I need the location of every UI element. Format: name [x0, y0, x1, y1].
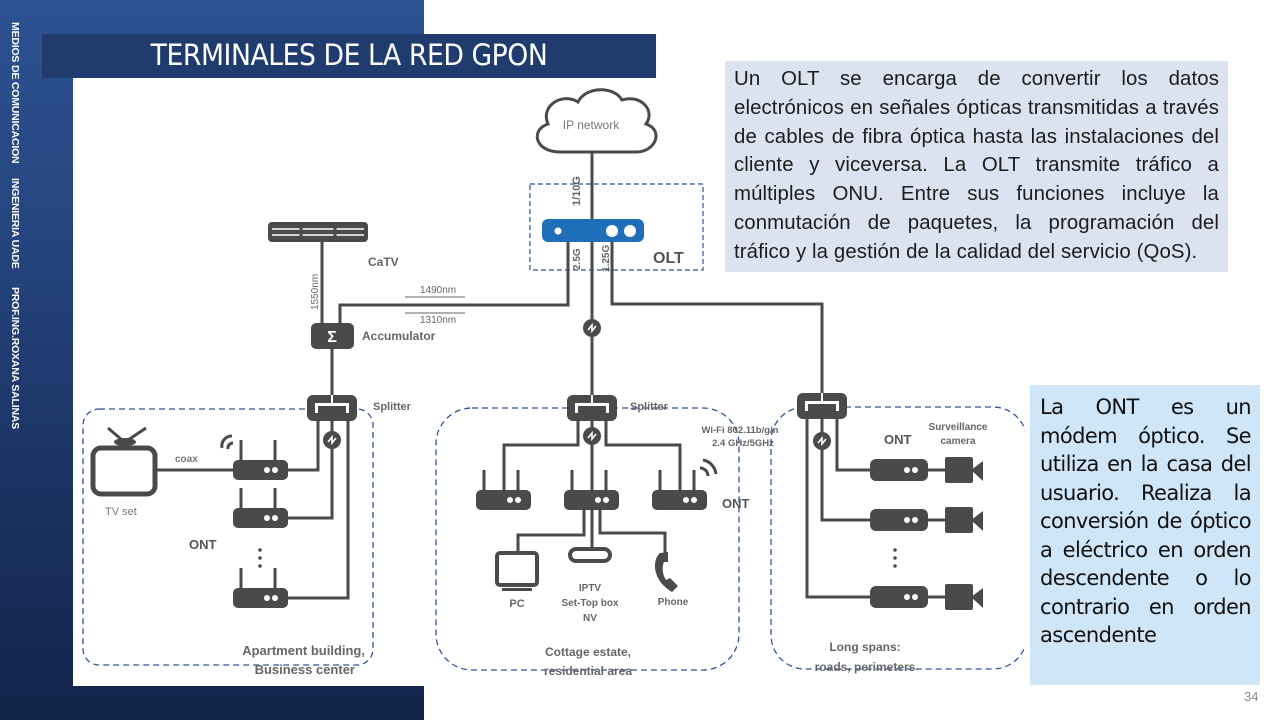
olt-device-icon: [542, 219, 644, 242]
attenuator-icon: [582, 426, 602, 446]
accumulator-icon: [311, 323, 354, 349]
splitter-label: Splitter: [630, 401, 669, 413]
ont-router-icon: [231, 486, 290, 530]
downstream-rate-label: 2.5G: [572, 248, 583, 270]
page-title: TERMINALES DE LA RED GPON: [150, 38, 548, 72]
splitter-icon: [796, 392, 848, 420]
upstream-rate-label: 1.25G: [601, 245, 612, 272]
attenuator-icon: [812, 431, 832, 451]
zone-cottage-label-line1: Cottage estate,: [545, 645, 631, 659]
set-top-box-label: Set-Top box: [561, 598, 618, 609]
splitter-icon: [306, 394, 358, 422]
ont-router-icon: [231, 438, 290, 482]
tv-set-label: TV set: [105, 506, 137, 518]
zone-apartment-outline: [82, 408, 374, 666]
nv-label: NV: [583, 613, 597, 624]
zone-long-spans-outline: [770, 406, 1028, 670]
ellipsis-dots-icon: [893, 548, 897, 568]
ellipsis-dots-icon: [258, 548, 262, 568]
olt-label: OLT: [653, 250, 684, 267]
ont-device-icon: [870, 509, 928, 531]
gpon-diagram-svg: IP network 1/10G OLT 2.5G 1.25G 1490nm 1…: [82, 88, 1028, 678]
zone-apartment-fibers: [155, 421, 350, 600]
accumulator-label: Accumulator: [362, 329, 436, 343]
set-top-box-icon: [568, 547, 612, 563]
attenuator-icon: [582, 318, 602, 338]
surveillance-camera-icon: [945, 457, 983, 483]
wifi-signal-icon: [699, 458, 718, 477]
sidebar-professor: PROF.ING.ROXANA SALINAS: [9, 287, 21, 430]
olt-dashed-outline: [529, 183, 704, 271]
wifi-standard-label: Wi-Fi 802.11b/g/n: [702, 425, 779, 436]
olt-description-box: Un OLT se encarga de convertir los datos…: [725, 61, 1228, 272]
ont-label: ONT: [884, 432, 912, 447]
splitter-icon: [566, 394, 618, 422]
zone-long-spans-fibers: [805, 419, 945, 599]
olt-description-text: Un OLT se encarga de convertir los datos…: [734, 68, 1219, 263]
accumulator-symbol: Σ: [327, 329, 337, 346]
sidebar-vertical-text: MEDIOS DE COMUNICACION INGENIERIA UADE P…: [9, 22, 33, 429]
ont-description-text: La ONT es un módem óptico. Se utiliza en…: [1040, 395, 1252, 647]
pc-label: PC: [509, 598, 524, 610]
ont-label: ONT: [189, 537, 217, 552]
phone-icon: [655, 552, 678, 592]
upstream-wavelength-label: 1310nm: [420, 315, 456, 326]
zone-long-spans-label-line1: Long spans:: [829, 640, 900, 654]
catv-wavelength-label: 1550nm: [310, 274, 321, 310]
pc-monitor-icon: [495, 551, 539, 591]
wifi-signal-icon: [220, 434, 234, 450]
downstream-wavelength-label: 1490nm: [420, 285, 456, 296]
zone-cottage-outline: [435, 407, 740, 671]
camera-label: camera: [940, 436, 975, 447]
phone-label: Phone: [658, 597, 689, 608]
zone-cottage-label-line2: residential area: [544, 664, 632, 678]
surveillance-camera-icon: [945, 584, 983, 610]
ont-device-icon: [870, 586, 928, 608]
surveillance-label: Surveillance: [929, 422, 988, 433]
ont-device-icon: [870, 459, 928, 481]
zone-apartment-label-line1: Apartment building,: [242, 643, 365, 658]
surveillance-camera-icon: [945, 507, 983, 533]
coax-label: coax: [175, 454, 198, 465]
zone-cottage-fibers: [502, 421, 682, 555]
splitter-label: Splitter: [373, 401, 412, 413]
tv-set-icon: [90, 426, 158, 497]
attenuator-icon: [322, 430, 342, 450]
catv-antenna-icon: [268, 222, 368, 242]
sidebar-course-name: MEDIOS DE COMUNICACION: [9, 22, 21, 164]
zone-apartment-label-line2: Business center: [255, 662, 355, 677]
catv-label: CaTV: [368, 255, 399, 269]
ont-description-box: La ONT es un módem óptico. Se utiliza en…: [1030, 385, 1260, 685]
uplink-rate-label: 1/10G: [571, 176, 583, 206]
sidebar-institution: INGENIERIA UADE: [9, 178, 21, 269]
title-bar: TERMINALES DE LA RED GPON: [42, 34, 656, 78]
ip-network-cloud-icon: [535, 88, 658, 154]
ont-router-icon: [231, 566, 290, 610]
ip-network-label: IP network: [563, 118, 620, 132]
ont-label: ONT: [722, 496, 750, 511]
iptv-label: IPTV: [579, 583, 602, 594]
zone-long-spans-label-line2: roads, perimeters: [815, 660, 916, 674]
wifi-frequency-label: 2.4 GHz/5GHz: [712, 438, 774, 449]
page-number: 34: [1244, 689, 1259, 704]
